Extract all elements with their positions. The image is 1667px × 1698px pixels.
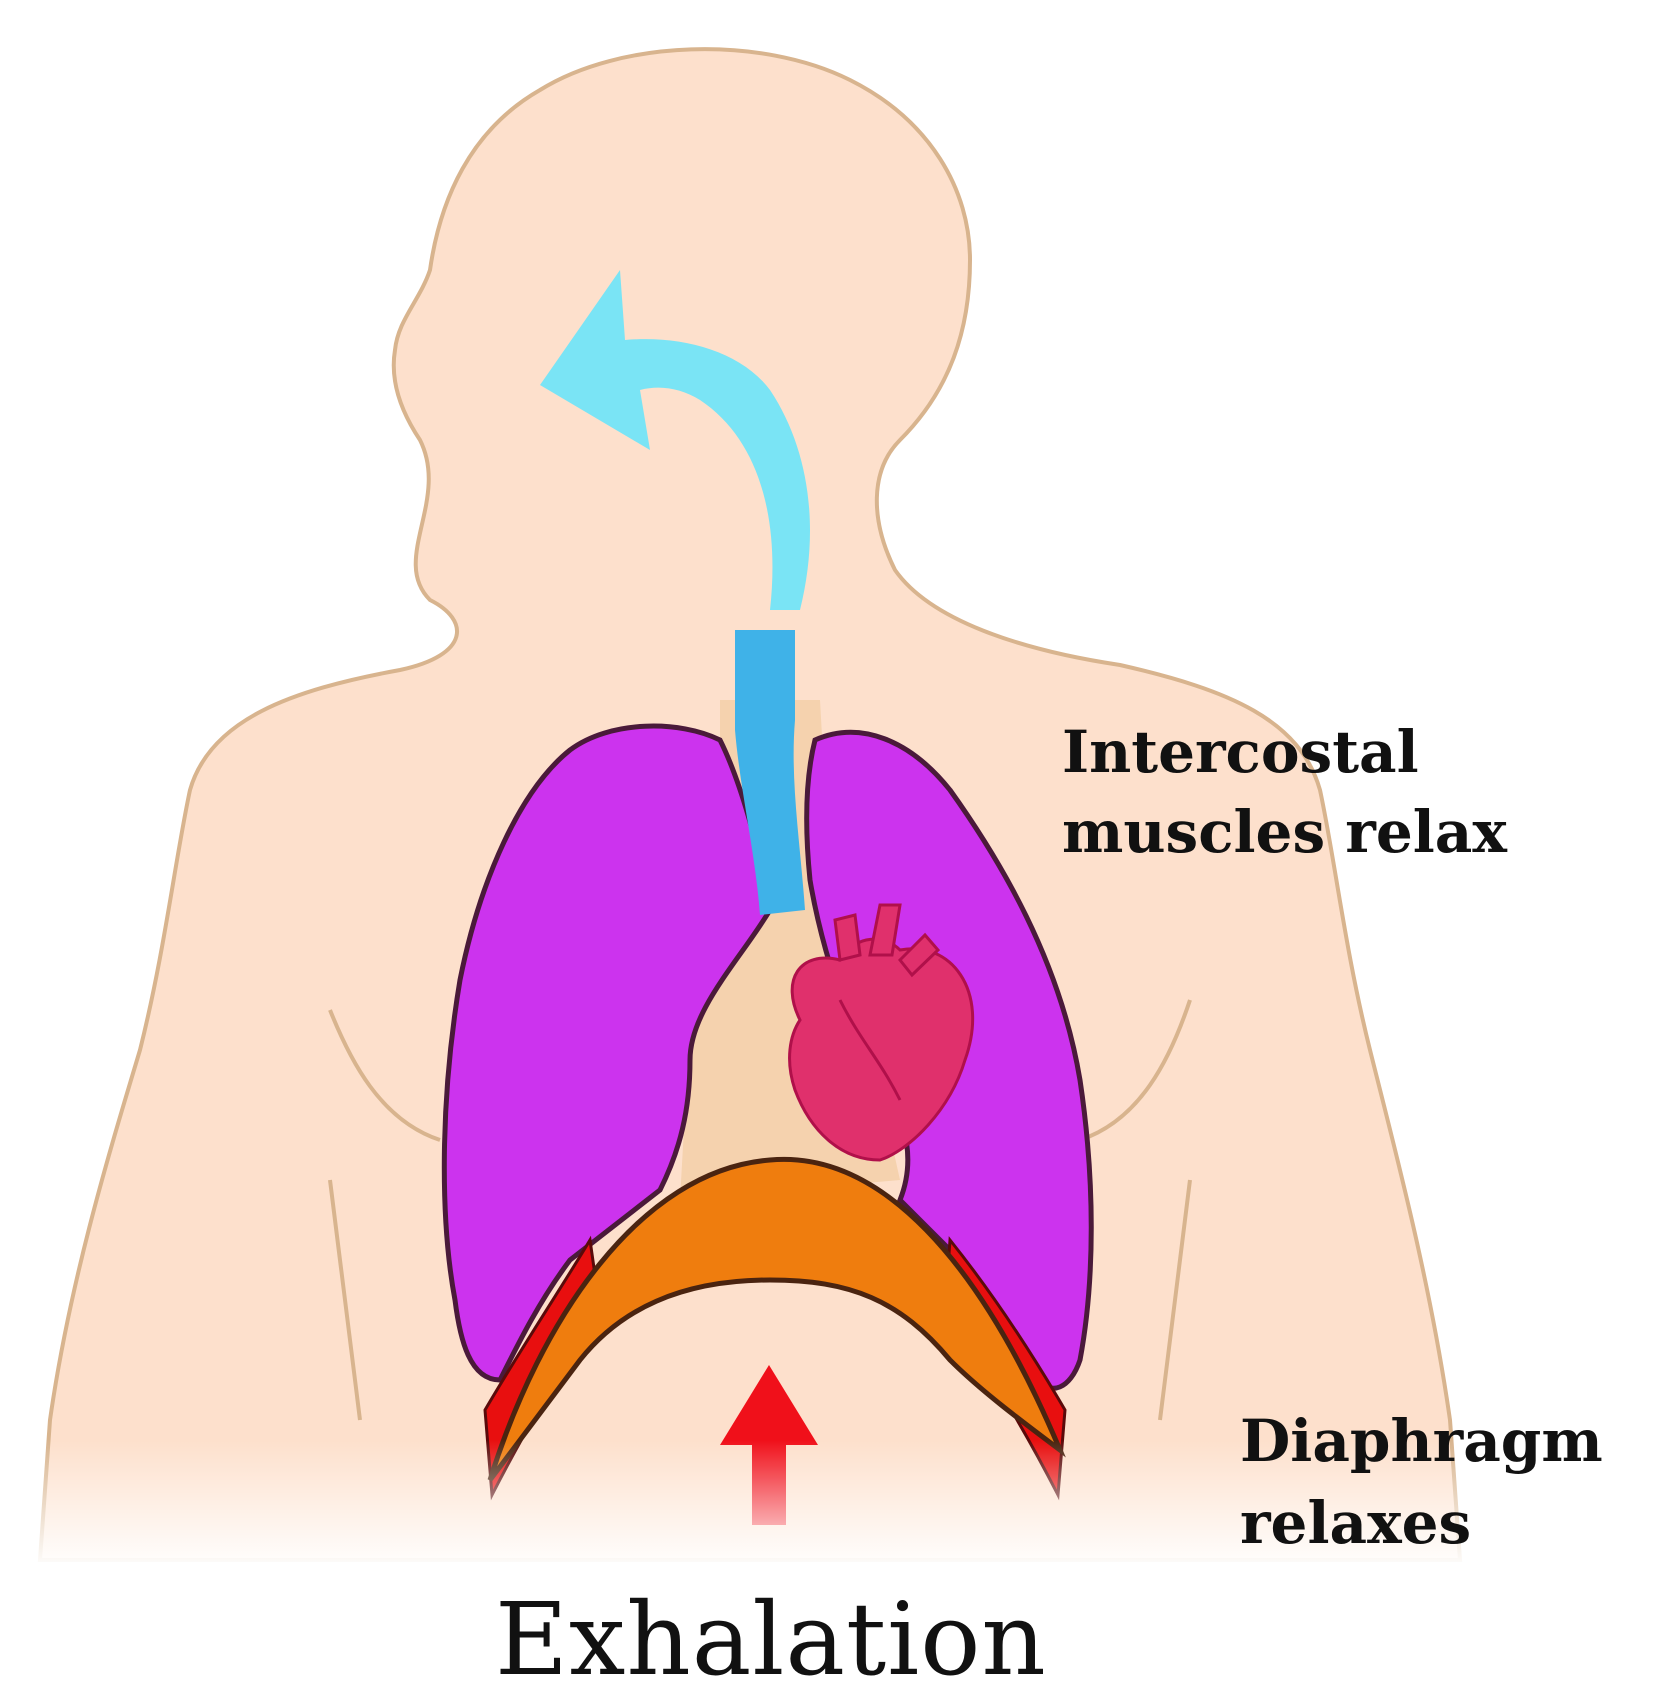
intercostal-label-line2: muscles relax (1062, 792, 1507, 872)
intercostal-label-line1: Intercostal (1062, 712, 1507, 792)
intercostal-label: Intercostal muscles relax (1062, 712, 1507, 872)
diaphragm-label-line1: Diaphragm (1240, 1400, 1603, 1482)
diaphragm-label: Diaphragm relaxes (1240, 1400, 1603, 1564)
diaphragm-label-line2: relaxes (1240, 1482, 1603, 1564)
diagram-title: Exhalation (495, 1590, 1047, 1690)
